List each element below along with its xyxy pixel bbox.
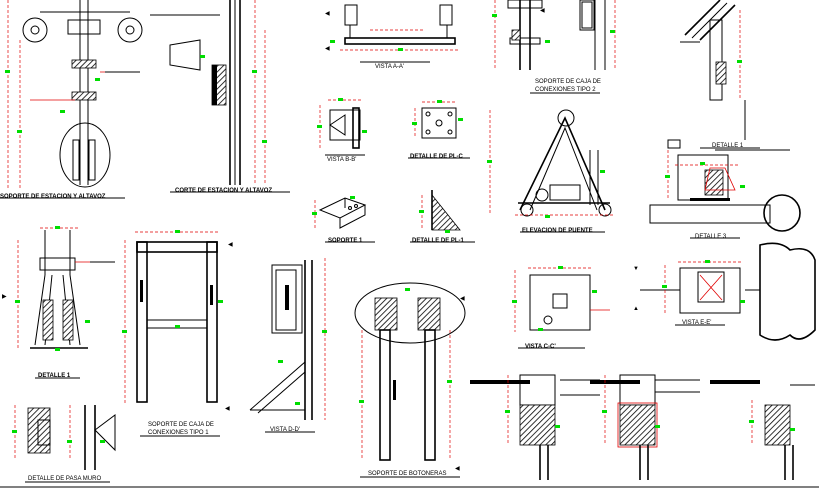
label-detalle-pasa-muro: DETALLE DE PASA MURO	[28, 476, 101, 482]
vista-aa-drawing: ◀ ◀ VISTA A-A'	[325, 4, 460, 70]
svg-text:◀: ◀	[460, 296, 465, 302]
vista-dd-drawing: VISTA D-D'	[249, 258, 327, 433]
detalle-top-right-drawing	[680, 0, 746, 140]
soporte-botoneras-drawing: ◀ ◀ SOPORTE DE BOTONERAS	[354, 282, 466, 478]
label-soporte-caja-1-line1: SOPORTE DE CAJA DE	[148, 422, 214, 428]
label-vista-bb: VISTA B-B'	[327, 157, 356, 163]
elevacion-puente-drawing: ELEVACION DE PUENTE	[487, 109, 615, 234]
svg-text:▶: ▶	[2, 294, 7, 300]
detalle-pl1-drawing: DETALLE DE PL-1	[410, 190, 475, 244]
detalle-3-drawing: DETALLE 1 DETALLE 3	[649, 139, 801, 240]
corte-estacion-drawing: CORTE DE ESTACION Y ALTAVOZ	[150, 0, 290, 194]
label-soporte-caja-1-line2: CONEXIONES TIPO 1	[148, 430, 209, 436]
svg-text:▼: ▼	[633, 266, 639, 272]
label-vista-aa: VISTA A-A'	[375, 64, 404, 70]
label-detalle-plc: DETALLE DE PL-C	[410, 154, 464, 160]
svg-text:◀: ◀	[325, 46, 330, 52]
label-vista-cc: VISTA C-C'	[525, 344, 556, 350]
soporte-caja-2-drawing: ◀ SOPORTE DE CAJA DE CONEXIONES TIPO 2	[492, 0, 616, 94]
detalle-1-drawing: ▶ DETALLE 1	[2, 226, 115, 379]
detalle-pasa-muro-drawing: DETALLE DE PASA MURO	[12, 405, 116, 483]
svg-text:▲: ▲	[633, 306, 639, 312]
soporte-estacion-drawing: SOPORTE DE ESTACION Y ALTAVOZ	[0, 0, 143, 200]
svg-text:◀: ◀	[225, 406, 230, 412]
soporte-caja-1-drawing: ◀ ◀ SOPORTE DE CAJA DE CONEXIONES TIPO 1	[122, 230, 233, 437]
vista-bb-drawing: VISTA B-B'	[317, 98, 367, 163]
vista-cc-drawing: VISTA C-C'	[512, 266, 610, 350]
soporte-1-drawing: SOPORTE 1	[312, 196, 375, 244]
label-corte-estacion: CORTE DE ESTACION Y ALTAVOZ	[175, 188, 272, 194]
label-soporte-estacion: SOPORTE DE ESTACION Y ALTAVOZ	[0, 194, 106, 200]
label-detalle-pl1: DETALLE DE PL-1	[412, 238, 465, 244]
svg-text:◀: ◀	[228, 242, 233, 248]
label-vista-dd: VISTA D-D'	[270, 427, 300, 433]
svg-text:◀: ◀	[325, 11, 330, 17]
label-detalle-1: DETALLE 1	[38, 373, 71, 379]
vista-ee-drawing: ▼ ▲ VISTA E-E'	[633, 242, 816, 341]
label-soporte-caja-2-line1: SOPORTE DE CAJA DE	[535, 79, 601, 85]
label-soporte-botoneras: SOPORTE DE BOTONERAS	[368, 471, 446, 477]
svg-text:◀: ◀	[455, 466, 460, 472]
detalle-plc-drawing: DETALLE DE PL-C	[408, 100, 470, 160]
label-elevacion-puente: ELEVACION DE PUENTE	[522, 228, 593, 234]
label-soporte-caja-2-line2: CONEXIONES TIPO 2	[535, 87, 596, 93]
svg-text:◀: ◀	[540, 8, 545, 14]
wall-details-drawing	[470, 374, 815, 480]
label-vista-ee: VISTA E-E'	[682, 320, 711, 326]
label-detalle-top: DETALLE 1	[712, 143, 744, 149]
label-detalle-3: DETALLE 3	[695, 234, 727, 240]
label-soporte-1: SOPORTE 1	[328, 238, 363, 244]
